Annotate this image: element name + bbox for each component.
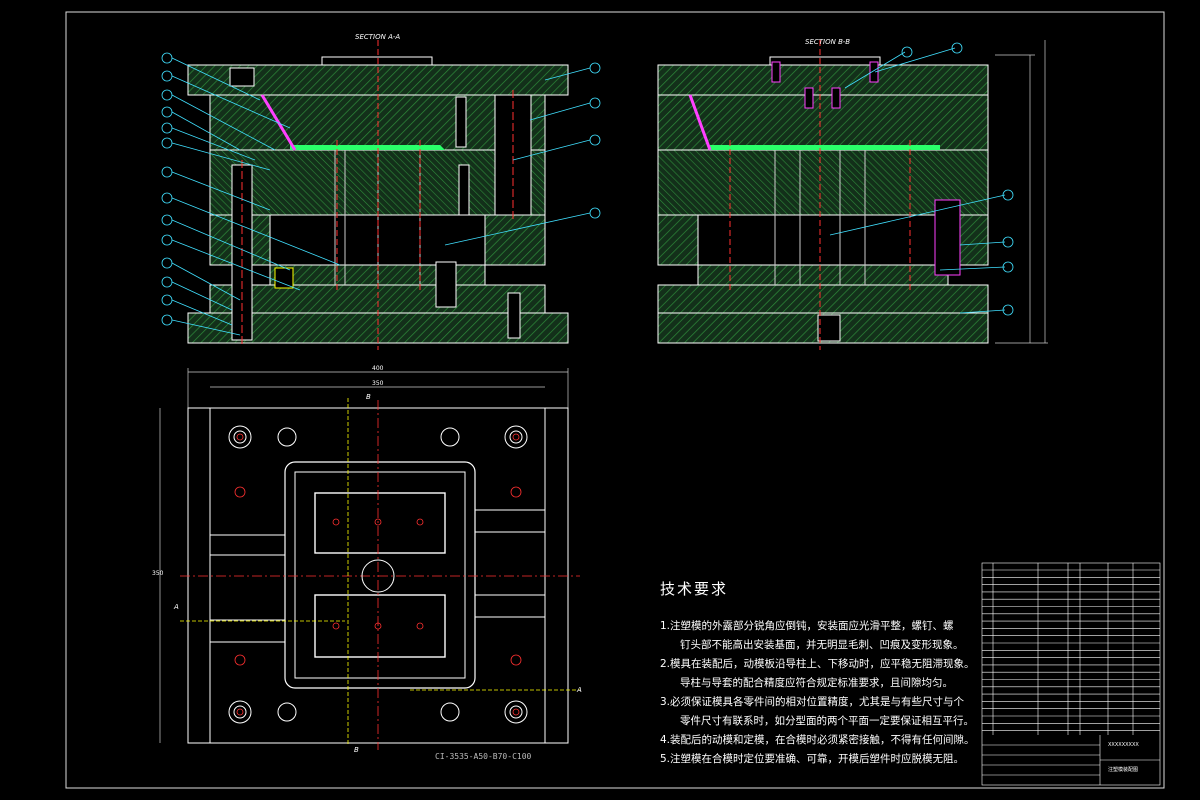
cut-mark-b-bottom: B <box>354 746 359 754</box>
tech-req-item: 1.注塑模的外露部分锐角应倒钝，安装面应光滑平整，螺钉、螺 <box>660 620 954 632</box>
title-block <box>981 562 1161 786</box>
plan-view <box>159 368 580 750</box>
cut-mark-b-top: B <box>366 393 371 401</box>
tech-req-title: 技术要求 <box>660 580 729 598</box>
cut-mark-a-left: A <box>174 603 179 611</box>
drawing-number: CI-3535-A50-B70-C100 <box>435 752 532 761</box>
cut-mark-a-right: A <box>577 686 582 694</box>
tech-req-item: 5.注塑模在合模时定位要准确、可靠，开模后塑件时应脱模无阻。 <box>660 753 965 765</box>
section-b-label: SECTION B-B <box>805 38 851 46</box>
tech-req-item: 4.装配后的动模和定模，在合模时必须紧密接触，不得有任何间隙。 <box>660 734 975 746</box>
sheet-border <box>65 11 1165 789</box>
technical-requirements: 技术要求 1.注塑模的外露部分锐角应倒钝，安装面应光滑平整，螺钉、螺 钉头部不能… <box>660 578 975 769</box>
dim-350-side: 350 <box>152 570 164 577</box>
tech-req-item: 零件尺寸有联系时，如分型面的两个平面一定要保证相互平行。 <box>680 715 974 727</box>
tech-req-item: 3.必须保证模具各零件间的相对位置精度，尤其是与有些尺寸与个 <box>660 696 965 708</box>
tech-req-item: 导柱与导套的配合精度应符合规定标准要求，且间隙均匀。 <box>680 677 953 689</box>
title-block-drawing-title: 注塑模装配图 <box>1108 767 1139 773</box>
section-b-view <box>657 40 1048 350</box>
dim-350: 350 <box>372 380 384 387</box>
section-a-view <box>161 40 601 350</box>
tech-req-item: 钉头部不能高出安装基面，并无明显毛刺、凹痕及变形现象。 <box>680 639 964 651</box>
title-block-company: XXXXXXXXX <box>1108 742 1139 748</box>
section-a-label: SECTION A-A <box>355 33 401 41</box>
dim-400: 400 <box>372 365 384 372</box>
tech-req-item: 2.模具在装配后，动模板沿导柱上、下移动时，应平稳无阻滞现象。 <box>660 658 975 670</box>
